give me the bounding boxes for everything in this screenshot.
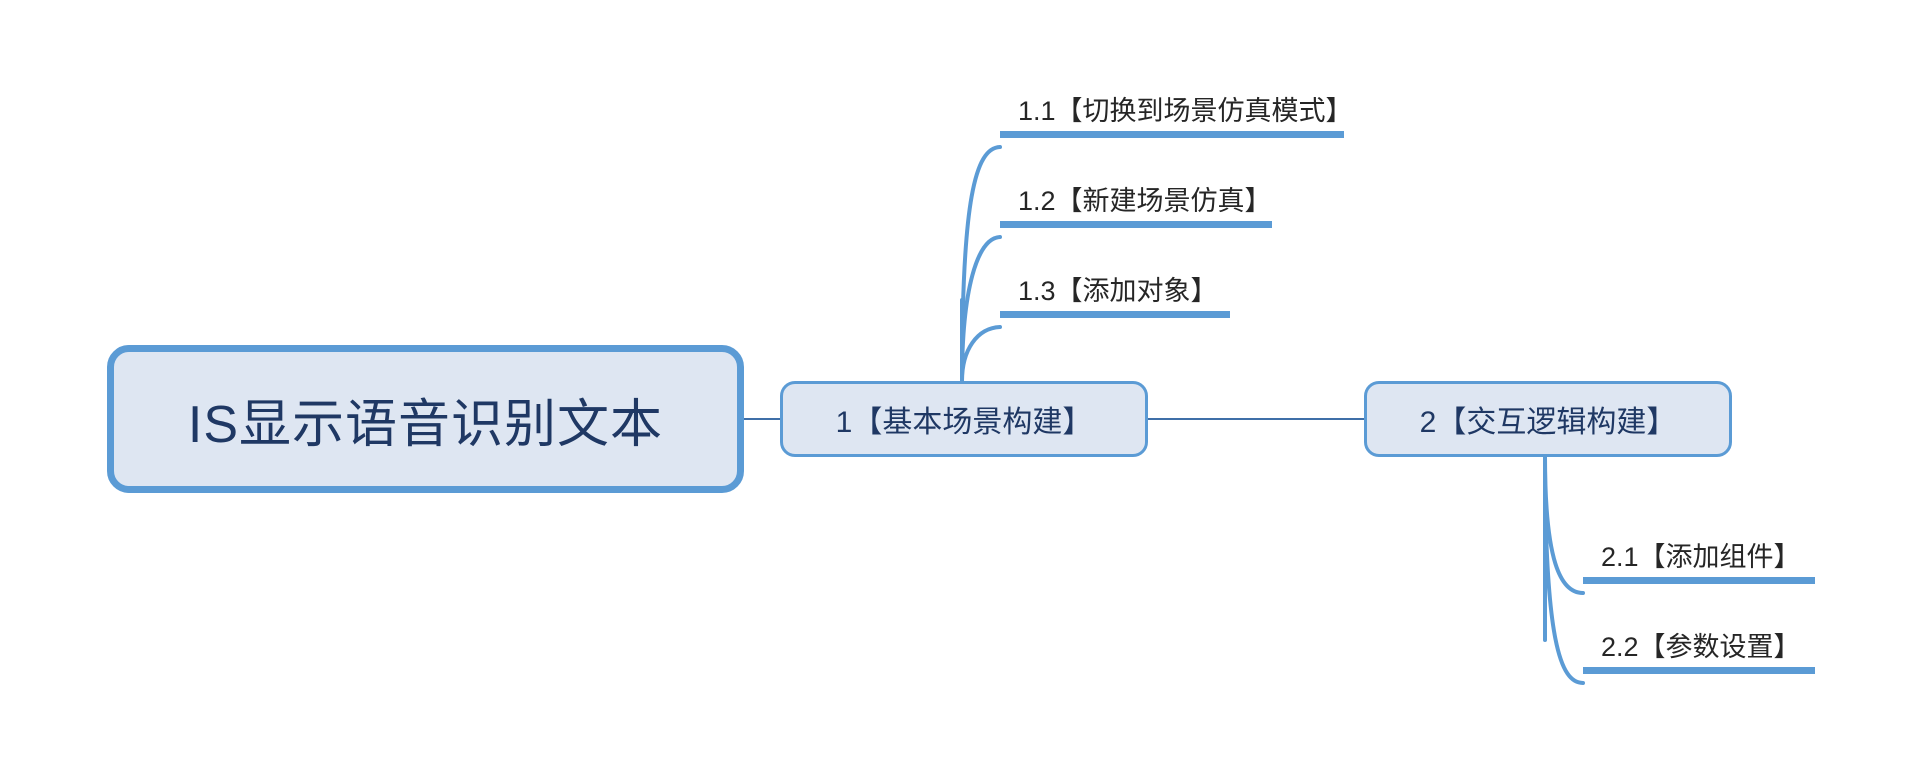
connector-2-to-2-2 xyxy=(1543,455,1585,685)
leaf-node-2-1[interactable]: 2.1【添加组件】 xyxy=(1583,542,1815,585)
leaf-underline-1-2 xyxy=(1000,221,1272,229)
leaf-underline-2-2 xyxy=(1583,667,1815,675)
root-node-label: IS显示语音识别文本 xyxy=(187,395,664,454)
leaf-underline-1-1 xyxy=(1000,131,1344,139)
leaf-node-1-2-label: 1.2【新建场景仿真】 xyxy=(1018,186,1272,216)
branch-node-2[interactable]: 2【交互逻辑构建】 xyxy=(1364,381,1732,457)
leaf-node-1-2[interactable]: 1.2【新建场景仿真】 xyxy=(1000,186,1272,229)
connector-1-to-1-3 xyxy=(960,325,1002,383)
leaf-node-1-3[interactable]: 1.3【添加对象】 xyxy=(1000,276,1230,319)
leaf-node-1-1[interactable]: 1.1【切换到场景仿真模式】 xyxy=(1000,96,1353,139)
leaf-node-2-2-label: 2.2【参数设置】 xyxy=(1601,632,1801,662)
leaf-node-1-3-label: 1.3【添加对象】 xyxy=(1018,276,1218,306)
leaf-node-2-2[interactable]: 2.2【参数设置】 xyxy=(1583,632,1815,675)
connector-1-to-1-2 xyxy=(960,235,1002,383)
branch-node-2-label: 2【交互逻辑构建】 xyxy=(1419,406,1677,439)
leaf-node-1-1-label: 1.1【切换到场景仿真模式】 xyxy=(1018,96,1353,126)
connector-2-to-2-1 xyxy=(1543,455,1585,595)
connector-1-to-1-1 xyxy=(960,145,1002,383)
leaf-underline-1-3 xyxy=(1000,311,1230,319)
leaf-node-2-1-label: 2.1【添加组件】 xyxy=(1601,542,1801,572)
branch-node-1-label: 1【基本场景构建】 xyxy=(835,406,1093,439)
root-node[interactable]: IS显示语音识别文本 xyxy=(107,345,744,493)
leaf-underline-2-1 xyxy=(1583,577,1815,585)
branch-node-1[interactable]: 1【基本场景构建】 xyxy=(780,381,1148,457)
